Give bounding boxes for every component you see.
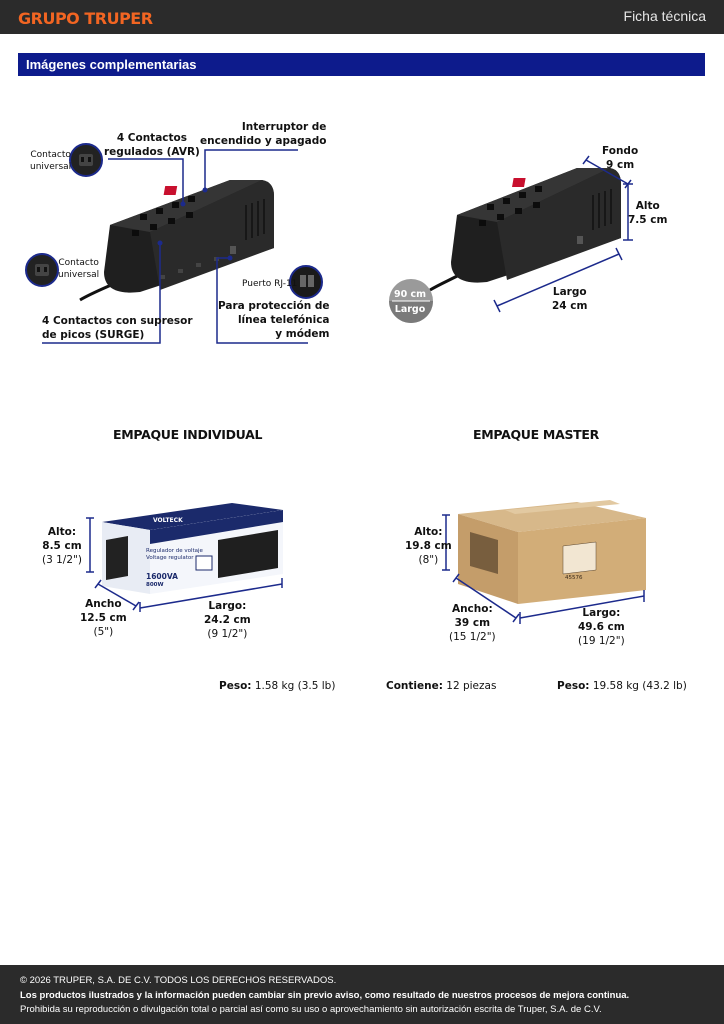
document-title: Ficha técnica [623, 8, 706, 24]
section-header: Imágenes complementarias [18, 53, 705, 76]
individual-box-brand: VOLTECK [153, 517, 183, 524]
individual-box-illustration [86, 503, 283, 612]
cable-length-badge [389, 279, 433, 323]
footer-notice: Los productos ilustrados y la informació… [20, 990, 630, 1001]
master-box-code: 45576 [565, 575, 583, 581]
master-width-label: Ancho:39 cm(15 1/2") [449, 603, 496, 643]
individual-length-label: Largo:24.2 cm(9 1/2") [204, 600, 251, 640]
individual-package-title: EMPAQUE INDIVIDUAL [113, 427, 263, 442]
rj11-port-icon [289, 265, 323, 299]
top-bar: GRUPO TRUPER Ficha técnica [0, 0, 724, 34]
master-weight: Peso: 19.58 kg (43.2 lb) [557, 680, 687, 692]
footer: © 2026 TRUPER, S.A. DE C.V. TODOS LOS DE… [0, 965, 724, 1024]
master-box-illustration [442, 500, 646, 624]
universal-outlet-icon-top [69, 143, 103, 177]
section-title: Imágenes complementarias [26, 57, 197, 72]
master-package-title: EMPAQUE MASTER [473, 427, 599, 442]
brand-logo: GRUPO TRUPER [18, 9, 153, 28]
universal-outlet-icon-bottom [25, 253, 59, 287]
individual-height-label: Alto:8.5 cm(3 1/2") [42, 526, 82, 566]
rj11-port-label: Puerto RJ-11 [242, 279, 298, 289]
regulator-features-illustration [25, 143, 323, 344]
footer-prohibition: Prohibida su reproducción o divulgación … [20, 1004, 602, 1015]
individual-weight: Peso: 1.58 kg (3.5 lb) [219, 680, 336, 692]
footer-copyright: © 2026 TRUPER, S.A. DE C.V. TODOS LOS DE… [20, 975, 337, 986]
regulator-dimensions-illustration [389, 155, 633, 323]
master-contents: Contiene: 12 piezas [386, 680, 497, 692]
master-length-label: Largo:49.6 cm(19 1/2") [578, 607, 625, 647]
master-height-label: Alto:19.8 cm(8") [405, 526, 452, 566]
